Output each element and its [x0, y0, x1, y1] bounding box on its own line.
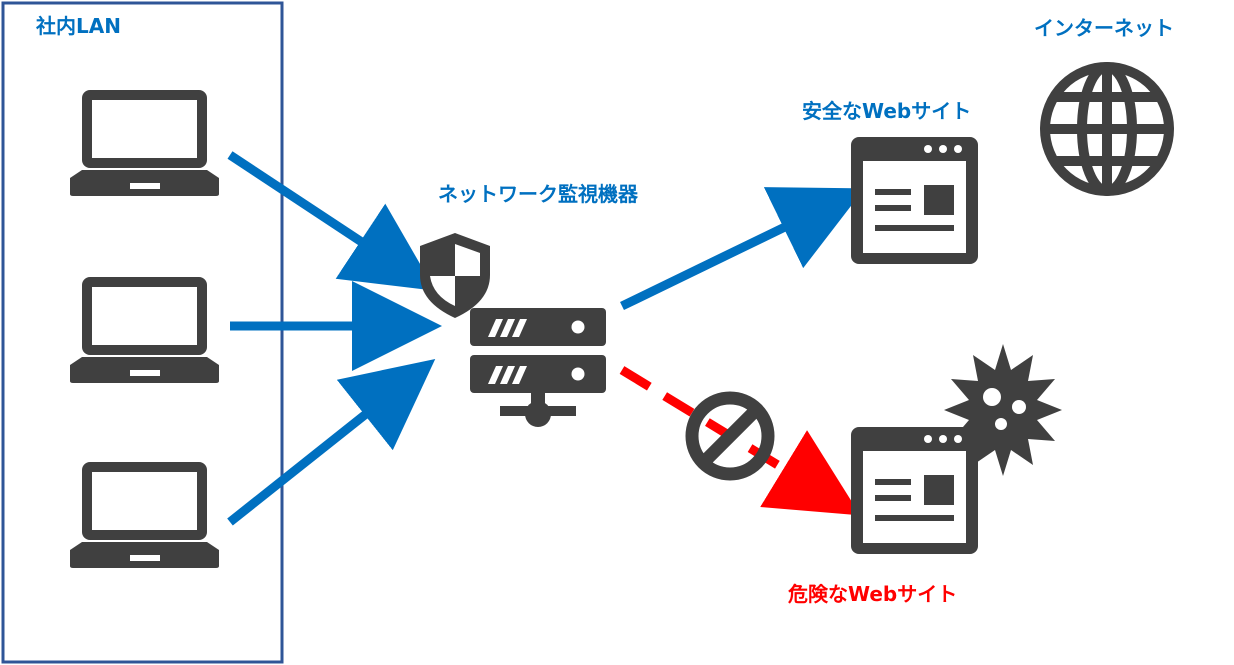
safe-site-label: 安全なWebサイト — [802, 99, 972, 123]
monitor-label: ネットワーク監視機器 — [438, 182, 638, 206]
laptop-icon — [70, 277, 219, 383]
arrow-laptop1-to-monitor — [227, 151, 436, 291]
arrow-monitor-to-safe-site — [620, 187, 865, 311]
virus-icon — [944, 344, 1062, 476]
internet-label: インターネット — [1034, 16, 1174, 40]
server-icon — [470, 308, 606, 427]
browser-window-icon — [851, 427, 978, 554]
danger-site-label: 危険なWebサイト — [788, 582, 958, 606]
shield-icon — [420, 233, 490, 318]
globe-icon — [1040, 62, 1174, 196]
laptop-icon — [70, 90, 219, 196]
prohibited-icon — [685, 391, 775, 481]
browser-window-icon — [851, 137, 978, 264]
arrow-laptop3-to-monitor — [227, 359, 436, 526]
arrow-monitor-to-danger-site — [619, 366, 861, 516]
lan-boundary — [1, 1, 284, 664]
laptop-icon — [70, 462, 219, 568]
lan-label: 社内LAN — [36, 14, 121, 38]
